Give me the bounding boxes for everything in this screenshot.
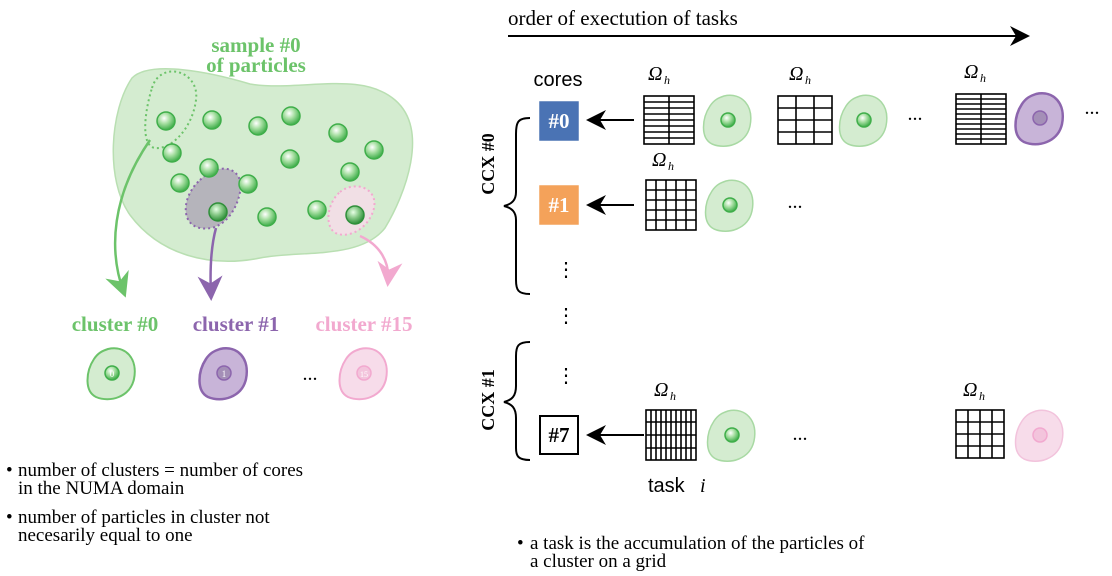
svg-text:1: 1: [222, 369, 227, 379]
task-label: task i: [648, 475, 706, 497]
svg-text:h: h: [670, 389, 676, 403]
particle: [364, 140, 384, 160]
svg-text:#1: #1: [549, 193, 570, 217]
svg-text:#7: #7: [549, 423, 570, 447]
particle: [208, 202, 228, 222]
note-2-line-2: necesarily equal to one: [18, 525, 193, 546]
particle: [248, 116, 268, 136]
cluster-1-label: cluster #1: [193, 312, 280, 336]
grid: [955, 409, 1005, 459]
svg-text:h: h: [668, 159, 674, 173]
order-label: order of exectution of tasks: [508, 6, 738, 30]
arrow-to-cluster-0: [105, 139, 152, 298]
sample-panel: sample #0 of particles: [6, 33, 414, 546]
particle: [345, 205, 365, 225]
grid: [643, 95, 695, 145]
grid: [955, 93, 1007, 145]
ellipsis: ...: [793, 423, 808, 445]
svg-text:task: task: [648, 475, 686, 497]
note-bullet: •: [6, 507, 13, 528]
particle: [280, 149, 300, 169]
svg-text:Ω: Ω: [652, 149, 666, 171]
left-notes: • number of clusters = number of cores i…: [6, 460, 303, 546]
cluster-ellipsis: ...: [303, 363, 318, 385]
grid: [645, 179, 697, 231]
vdots: ⋮: [556, 305, 576, 327]
particle: [199, 158, 219, 178]
sample-title: sample #0: [211, 33, 300, 57]
svg-text:15: 15: [360, 370, 368, 379]
cluster-15-label: cluster #15: [315, 312, 412, 336]
arrow-to-cluster-15: [359, 234, 403, 287]
task-cluster-15: [1014, 409, 1064, 462]
arrow-to-cluster-1: [197, 227, 223, 301]
core-7: #7: [539, 415, 579, 455]
ccx-0-brace: [503, 117, 531, 295]
cluster-0-label: cluster #0: [72, 312, 159, 336]
cores-label: cores: [534, 69, 583, 91]
svg-text:Ω: Ω: [654, 379, 668, 401]
grid: [645, 409, 697, 461]
particle: [257, 207, 277, 227]
note-bullet: •: [6, 460, 13, 481]
particle: [156, 111, 176, 131]
core-0: #0: [539, 101, 579, 141]
ellipsis: ...: [788, 191, 803, 213]
right-note: • a task is the accumulation of the part…: [517, 533, 865, 572]
svg-text:h: h: [805, 73, 811, 87]
svg-text:Ω: Ω: [648, 63, 662, 85]
svg-text:h: h: [979, 389, 985, 403]
particle: [170, 173, 190, 193]
particles: [156, 106, 384, 227]
task-cluster-1: [1014, 92, 1065, 146]
tasks-panel: order of exectution of tasks cores CCX #…: [478, 6, 1100, 572]
svg-text:Ω: Ω: [963, 379, 977, 401]
cluster-0-blob: 0: [86, 347, 136, 401]
note-2-line-1: number of particles in cluster not: [18, 507, 270, 528]
sample-subtitle: of particles: [206, 53, 306, 77]
task-cluster-0: [702, 94, 752, 147]
particle: [307, 200, 327, 220]
particle: [162, 143, 182, 163]
svg-text:h: h: [664, 73, 670, 87]
task-cluster-0: [706, 409, 756, 462]
core-1: #1: [539, 185, 579, 225]
svg-text:i: i: [700, 475, 706, 497]
note-1-line-2: in the NUMA domain: [18, 478, 185, 499]
particle: [238, 174, 258, 194]
particle: [202, 110, 222, 130]
cluster-1-blob: 1: [198, 347, 249, 401]
vdots: ⋮: [556, 259, 576, 281]
vdots: ⋮: [556, 365, 576, 387]
right-note-line-2: a cluster on a grid: [530, 551, 667, 572]
ellipsis: ...: [1085, 97, 1100, 119]
ccx-0-label: CCX #0: [478, 133, 498, 195]
svg-text:Ω: Ω: [964, 61, 978, 83]
right-note-line-1: a task is the accumulation of the partic…: [530, 533, 865, 554]
svg-text:0: 0: [110, 369, 115, 379]
particle: [281, 106, 301, 126]
ellipsis: ...: [908, 103, 923, 125]
note-1-line-1: number of clusters = number of cores: [18, 460, 303, 481]
cluster-0-outline: [144, 70, 198, 150]
svg-text:h: h: [980, 71, 986, 85]
svg-text:#0: #0: [549, 109, 570, 133]
svg-text:Ω: Ω: [789, 63, 803, 85]
note-bullet: •: [517, 533, 524, 554]
cluster-15-blob: 15: [338, 347, 388, 401]
ccx-1-label: CCX #1: [478, 369, 498, 431]
particle: [328, 123, 348, 143]
particle: [340, 162, 360, 182]
task-cluster-0: [838, 94, 888, 147]
grid: [777, 95, 833, 145]
task-cluster-0: [704, 179, 754, 232]
sample-blob: [112, 68, 414, 262]
ccx-1-brace: [503, 341, 531, 461]
